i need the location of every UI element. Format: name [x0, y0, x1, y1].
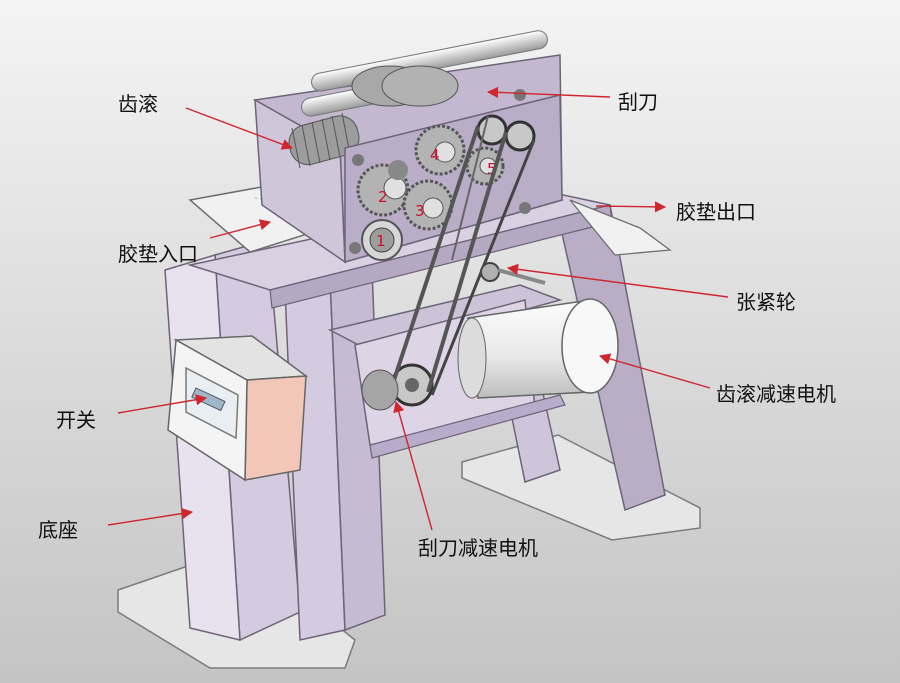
belt-drive — [390, 114, 546, 407]
roller-box — [252, 30, 563, 264]
arrow-dizuo — [107, 508, 194, 526]
label-dizuo: 底座 — [38, 518, 78, 542]
label-chukou: 胶垫出口 — [676, 200, 756, 224]
gear-number-3: 3 — [415, 202, 425, 220]
roller-motor — [457, 298, 619, 399]
label-guadao: 刮刀 — [618, 90, 658, 114]
outlet-tray — [569, 199, 672, 256]
scraper-motor — [361, 369, 399, 411]
label-kaiguan: 开关 — [56, 408, 96, 432]
label-chigun-motor: 齿滚减速电机 — [716, 382, 836, 406]
arrow-chukou — [595, 201, 667, 213]
switch-box — [167, 335, 309, 482]
gear-number-1: 1 — [376, 232, 386, 250]
label-chigun: 齿滚 — [118, 92, 158, 116]
arrow-kaiguan — [117, 394, 208, 414]
arrow-zhangjinlun — [506, 263, 729, 298]
gear-numbers: 1 2 3 4 5 — [376, 146, 497, 250]
label-rukou: 胶垫入口 — [118, 242, 198, 266]
arrow-chigun — [185, 107, 294, 150]
arrow-guadao — [486, 86, 611, 99]
gear-train — [356, 124, 505, 261]
arrow-guadao-motor — [393, 400, 433, 531]
label-guadao-motor: 刮刀减速电机 — [418, 536, 538, 560]
arrow-chigun-motor — [598, 353, 711, 389]
gear-number-2: 2 — [378, 188, 388, 206]
gear-number-4: 4 — [430, 146, 440, 164]
leader-arrows — [107, 86, 729, 531]
gear-number-5: 5 — [487, 160, 497, 178]
label-zhangjinlun: 张紧轮 — [736, 290, 796, 314]
arrow-rukou — [209, 219, 272, 239]
